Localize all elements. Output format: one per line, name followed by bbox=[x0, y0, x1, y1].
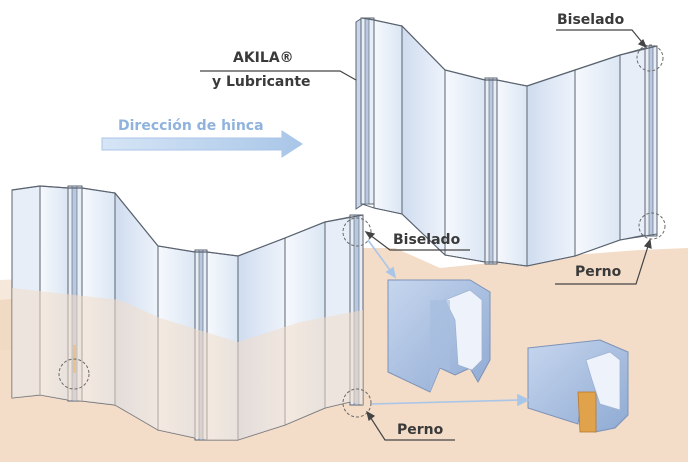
biselado-top-label: Biselado bbox=[557, 12, 625, 28]
circle-mid-biselado bbox=[342, 217, 372, 247]
circle-left-perno bbox=[58, 358, 90, 390]
detail-piece-perno bbox=[527, 339, 629, 433]
circle-top-right-biselado bbox=[636, 44, 664, 72]
perno-right-label: Perno bbox=[575, 264, 622, 280]
upper-sheet-pile-wall bbox=[355, 17, 658, 267]
direction-label: Dirección de hinca bbox=[118, 118, 264, 134]
direction-arrow bbox=[101, 130, 303, 158]
detail-piece-biselado bbox=[387, 279, 491, 393]
lower-sheet-pile-wall bbox=[11, 185, 364, 441]
detail-circles bbox=[58, 44, 666, 418]
perno-bottom-label: Perno bbox=[397, 422, 444, 438]
circle-right-perno bbox=[638, 212, 666, 240]
akila-label-line1: AKILA® bbox=[233, 50, 294, 66]
connector-arrows bbox=[367, 239, 530, 407]
leader-lines bbox=[200, 29, 652, 441]
circle-bottom-perno bbox=[342, 388, 372, 418]
akila-label-line2: y Lubricante bbox=[212, 74, 311, 90]
biselado-mid-label: Biselado bbox=[393, 232, 461, 248]
